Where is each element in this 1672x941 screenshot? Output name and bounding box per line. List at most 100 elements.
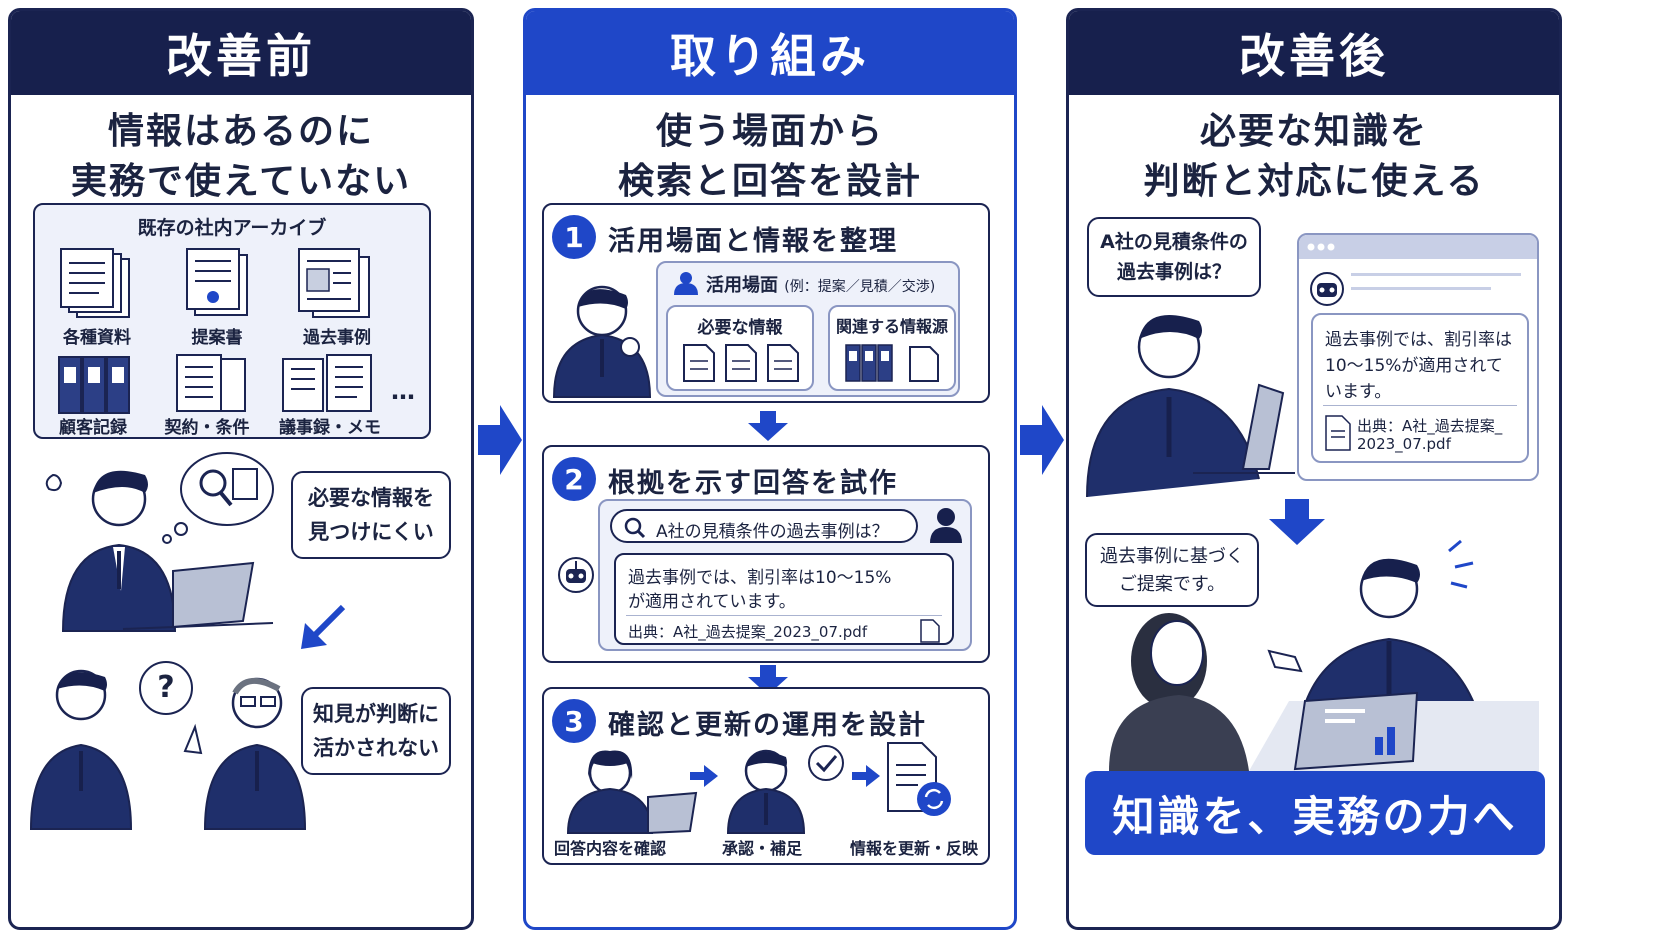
doc-label-materials: 各種資料 xyxy=(63,328,131,348)
arrow-right-small-2-icon xyxy=(852,765,880,787)
after-answer-line3: います。 xyxy=(1325,382,1392,402)
robot-icon xyxy=(558,557,594,593)
thought-search-icon xyxy=(162,452,274,544)
reviewer-illustration xyxy=(566,750,698,835)
step-arrow-down-2-icon xyxy=(748,665,788,695)
doc-label-proposal: 提案書 xyxy=(191,328,243,348)
thinking-person-illustration xyxy=(552,285,652,398)
window-titlebar xyxy=(1299,235,1537,259)
binders-icon xyxy=(58,356,130,414)
chat-card: A社の見積条件の過去事例は？ 過去事例では、割引率は10〜15% が適用されてい… xyxy=(598,499,972,651)
related-source-card: 関連する情報源 xyxy=(828,305,956,391)
window-dots-icon xyxy=(1307,243,1335,251)
doc-label-minutes: 議事録・メモ xyxy=(279,418,381,438)
archive-title: 既存の社内アーカイブ xyxy=(137,217,327,239)
search-query-box[interactable]: A社の見積条件の過去事例は？ xyxy=(610,509,918,543)
contract-icon xyxy=(176,354,246,412)
doc-label-past-cases: 過去事例 xyxy=(303,328,371,348)
after-header: 改善後 xyxy=(1069,11,1559,95)
user-avatar-icon xyxy=(930,508,962,543)
answer-line2: が適用されています。 xyxy=(628,592,796,612)
assistant-robot-icon xyxy=(1310,272,1344,306)
approver-illustration xyxy=(726,749,806,834)
worried-person-illustration xyxy=(45,470,274,632)
scene-label-text: 活用場面 xyxy=(706,275,778,296)
after-answer-box: 過去事例では、割引率は 10〜15%が適用されて います。 出典：A社_過去提案… xyxy=(1311,313,1529,463)
source-file-icon xyxy=(1325,415,1351,451)
before-subtitle-line2: 実務で使えていない xyxy=(70,161,412,202)
problem-find-line1: 必要な情報を xyxy=(308,486,434,510)
flow-arrow-right-icon xyxy=(478,405,522,475)
after-subtitle: 必要な知識を 判断と対応に使える xyxy=(1069,107,1559,207)
step2-number: 2 xyxy=(552,457,596,501)
proposal-icon xyxy=(186,248,248,316)
doc-label-customer-records: 顧客記録 xyxy=(59,418,127,438)
problem-judgement-line1: 知見が判断に xyxy=(313,702,439,726)
problem-bubble-judgement: 知見が判断に 活かされない xyxy=(301,687,451,775)
after-source-line2: 2023_07.pdf xyxy=(1357,435,1451,453)
before-header: 改善前 xyxy=(11,11,471,95)
user-icon xyxy=(674,272,698,295)
after-question-line2: 過去事例は？ xyxy=(1116,261,1231,283)
flow-arrow-right-2-icon xyxy=(1020,405,1064,475)
related-source-label: 関連する情報源 xyxy=(835,317,948,336)
answer-line1: 過去事例では、割引率は10〜15% xyxy=(628,568,892,588)
more-indicator: … xyxy=(391,377,415,405)
step3-label-update: 情報を更新・反映 xyxy=(850,839,979,858)
problem-find-line2: 見つけにくい xyxy=(308,520,434,544)
step3-title: 確認と更新の運用を設計 xyxy=(608,710,927,741)
step3-box: 3 確認と更新の運用を設計 xyxy=(542,687,990,865)
pdf-file-icon xyxy=(920,619,940,643)
search-icon xyxy=(624,517,646,539)
before-subtitle-line1: 情報はあるのに xyxy=(107,111,374,152)
step3-number: 3 xyxy=(552,699,596,743)
question-mark-icon: ? xyxy=(157,670,175,705)
scene-card: 活用場面 (例：提案／見積／交渉) 必要な情報 関連する情報源 xyxy=(656,261,960,397)
needed-docs-icon xyxy=(683,344,799,382)
check-bubble-icon xyxy=(808,745,844,781)
after-source-line1: 出典：A社_過去提案_ xyxy=(1357,417,1503,435)
approach-header: 取り組み xyxy=(526,11,1014,95)
answer-box: 過去事例では、割引率は10〜15% が適用されています。 出典：A社_過去提案_… xyxy=(614,553,954,645)
answer-window: 過去事例では、割引率は 10〜15%が適用されて います。 出典：A社_過去提案… xyxy=(1297,233,1539,481)
person-at-laptop-illustration xyxy=(1086,315,1295,498)
update-document-icon xyxy=(887,742,951,816)
banner: 知識を、実務の力へ xyxy=(1085,771,1545,855)
arrow-down-after-icon xyxy=(1269,499,1325,545)
two-colleagues-illustration xyxy=(29,669,307,830)
approach-panel: 取り組み 使う場面から 検索と回答を設計 1 活用場面と情報を整理 活用場面 (… xyxy=(523,8,1017,930)
step1-number: 1 xyxy=(552,215,596,259)
after-question-line1: A社の見積条件の xyxy=(1100,231,1248,253)
step2-box: 2 根拠を示す回答を試作 A社の見積条件の過去事例は？ 過去事例では、割引率は1… xyxy=(542,445,990,663)
approach-subtitle: 使う場面から 検索と回答を設計 xyxy=(526,107,1014,207)
after-panel: 改善後 必要な知識を 判断と対応に使える A社の見積条件の 過去事例は？ 過去事… xyxy=(1066,8,1562,930)
after-answer-line2: 10〜15%が適用されて xyxy=(1325,356,1503,376)
before-subtitle: 情報はあるのに 実務で使えていない xyxy=(11,107,471,207)
before-panel: 改善前 情報はあるのに 実務で使えていない 既存の社内アーカイブ 各種資料 提案… xyxy=(8,8,474,930)
needed-info-label: 必要な情報 xyxy=(697,318,783,338)
answer-source: 出典：A社_過去提案_2023_07.pdf xyxy=(628,623,868,641)
step3-label-approve: 承認・補足 xyxy=(722,839,803,858)
question-bubble: ? xyxy=(139,661,193,715)
search-query-text: A社の見積条件の過去事例は？ xyxy=(656,522,889,542)
proposal-line1: 過去事例に基づく xyxy=(1100,546,1244,567)
after-subtitle-line2: 判断と対応に使える xyxy=(1143,161,1485,202)
source-binders-icon xyxy=(845,344,939,382)
after-subtitle-line1: 必要な知識を xyxy=(1199,111,1428,152)
approach-subtitle-line2: 検索と回答を設計 xyxy=(617,161,922,202)
step1-box: 1 活用場面と情報を整理 活用場面 (例：提案／見積／交渉) 必要な情報 xyxy=(542,203,990,403)
step-arrow-down-1-icon xyxy=(748,411,788,441)
placeholder-line-1 xyxy=(1351,273,1521,276)
banner-text: 知識を、実務の力へ xyxy=(1112,791,1518,841)
doc-label-contract: 契約・条件 xyxy=(164,418,250,438)
meeting-illustration xyxy=(1109,539,1539,772)
step3-label-check: 回答内容を確認 xyxy=(554,839,667,858)
step1-title: 活用場面と情報を整理 xyxy=(608,226,898,257)
proposal-line2: ご提案です。 xyxy=(1118,574,1226,595)
archive-box: 既存の社内アーカイブ 各種資料 提案書 xyxy=(33,203,431,439)
problem-judgement-line2: 活かされない xyxy=(313,736,439,760)
scene-label: 活用場面 (例：提案／見積／交渉) xyxy=(706,271,935,297)
minutes-icon xyxy=(282,354,372,412)
approach-subtitle-line1: 使う場面から xyxy=(655,111,884,152)
past-cases-icon xyxy=(298,248,370,318)
